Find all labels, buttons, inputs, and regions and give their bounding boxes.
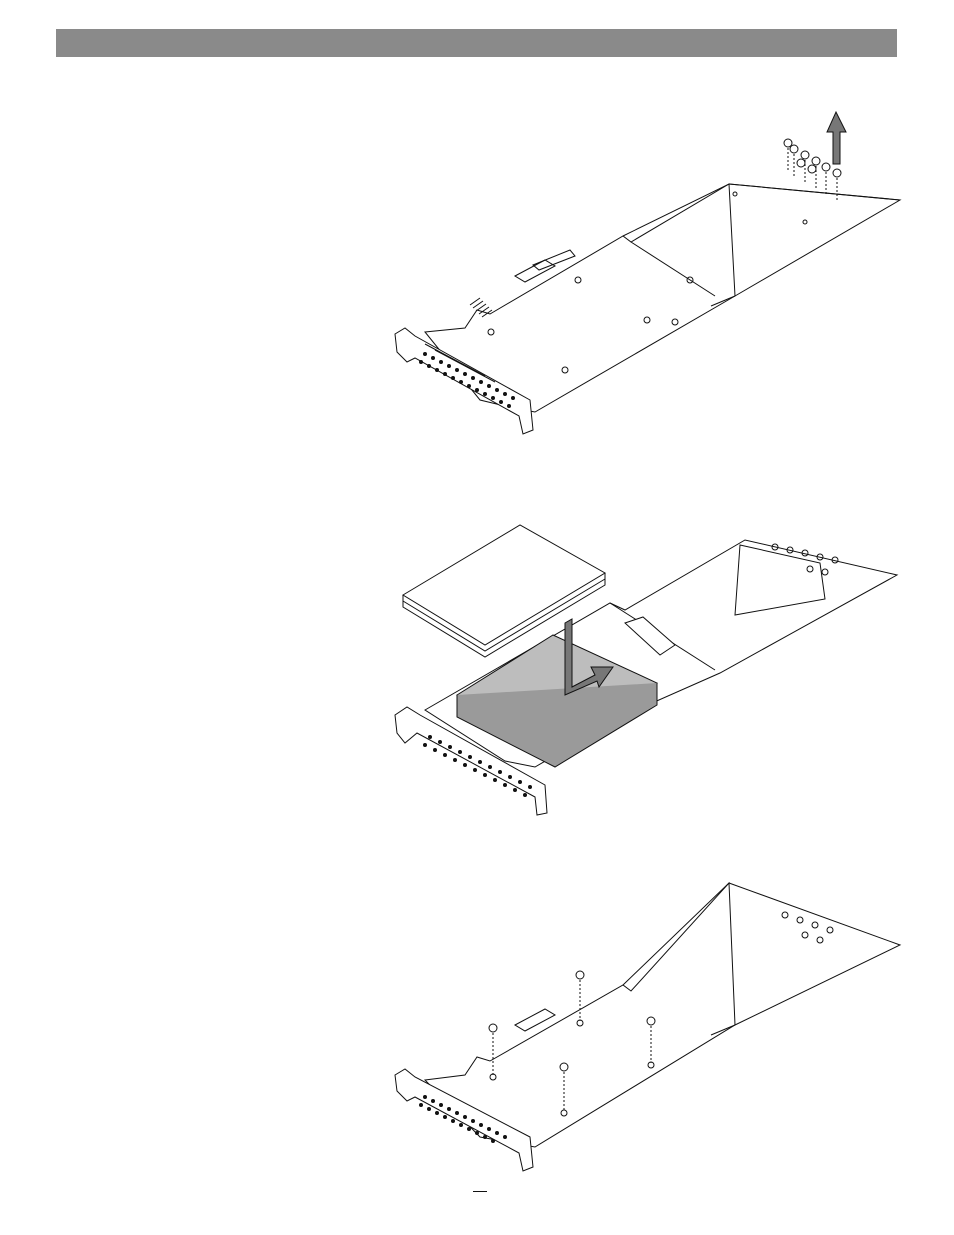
step-3-illustration <box>385 875 905 1175</box>
screw-icon <box>784 139 841 177</box>
card-board <box>425 883 900 1147</box>
step-1-caption <box>0 0 1 1</box>
up-arrow-icon <box>827 112 846 164</box>
header-bar <box>56 29 897 57</box>
card-board <box>425 184 900 412</box>
header-text <box>56 29 57 30</box>
page-mark <box>473 1191 487 1192</box>
step-1-illustration <box>385 100 905 440</box>
step-3-caption <box>0 0 1 1</box>
step-2-caption <box>0 0 1 1</box>
step-2-illustration <box>385 505 905 825</box>
